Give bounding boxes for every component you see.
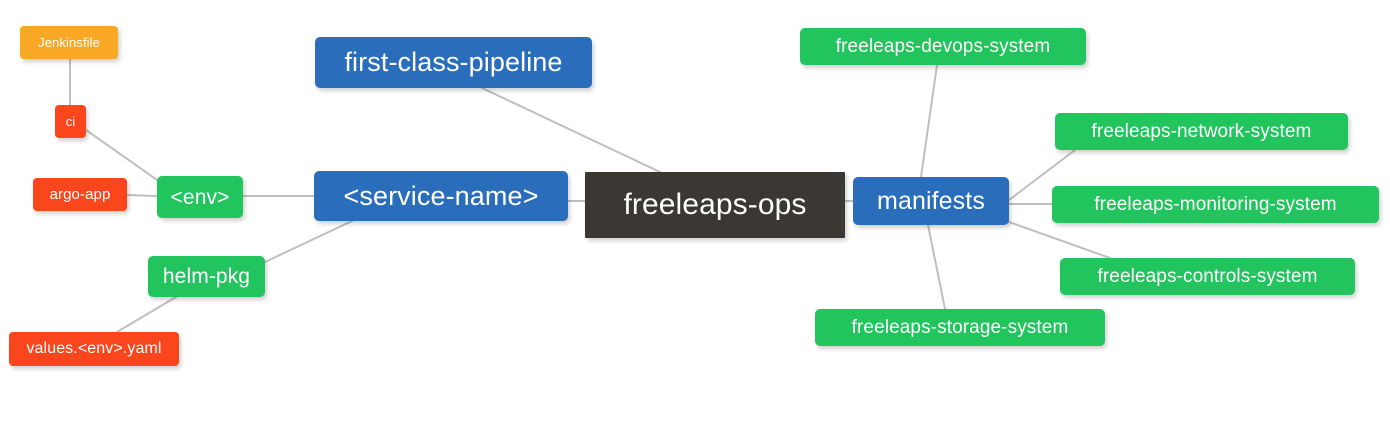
node-label-service-name: <service-name> [343,180,539,211]
node-label-ci: ci [65,114,76,129]
node-label-controls-system: freeleaps-controls-system [1097,266,1318,287]
edge-manifests-controls [1008,221,1111,259]
node-service-name[interactable]: <service-name> [314,171,568,221]
edge-manifests-devops [920,64,938,178]
edge-pipeline-ops [481,87,661,173]
node-manifests[interactable]: manifests [853,177,1009,225]
node-label-storage-system: freeleaps-storage-system [851,317,1069,338]
node-label-monitoring-system: freeleaps-monitoring-system [1094,194,1337,215]
node-first-class-pipeline[interactable]: first-class-pipeline [315,37,592,88]
node-storage-system[interactable]: freeleaps-storage-system [815,309,1105,346]
node-label-network-system: freeleaps-network-system [1091,121,1312,142]
node-label-first-class-pipeline: first-class-pipeline [344,47,563,77]
node-label-values-yaml: values.<env>.yaml [26,340,162,357]
node-monitoring-system[interactable]: freeleaps-monitoring-system [1052,186,1379,223]
node-helm-pkg[interactable]: helm-pkg [148,256,265,297]
edge-servicename-helmpkg [264,220,353,263]
node-label-jenkinsfile: Jenkinsfile [38,35,100,50]
node-freeleaps-ops[interactable]: freeleaps-ops [585,172,845,238]
node-network-system[interactable]: freeleaps-network-system [1055,113,1348,150]
node-controls-system[interactable]: freeleaps-controls-system [1060,258,1355,295]
node-label-devops-system: freeleaps-devops-system [835,36,1051,57]
node-argo-app[interactable]: argo-app [33,178,127,211]
edge-helmpkg-values [116,296,177,333]
node-label-freeleaps-ops: freeleaps-ops [623,188,807,221]
node-env[interactable]: <env> [157,176,243,218]
node-ci[interactable]: ci [55,105,86,138]
edge-ci-env [85,129,161,183]
node-label-argo-app: argo-app [49,186,111,203]
node-jenkinsfile[interactable]: Jenkinsfile [20,26,118,59]
node-label-manifests: manifests [877,186,985,215]
edge-argoapp-env [126,194,158,197]
node-label-env: <env> [170,185,230,209]
node-values-yaml[interactable]: values.<env>.yaml [9,332,179,366]
edge-manifests-storage [927,224,946,310]
node-label-helm-pkg: helm-pkg [162,265,251,288]
node-devops-system[interactable]: freeleaps-devops-system [800,28,1086,65]
